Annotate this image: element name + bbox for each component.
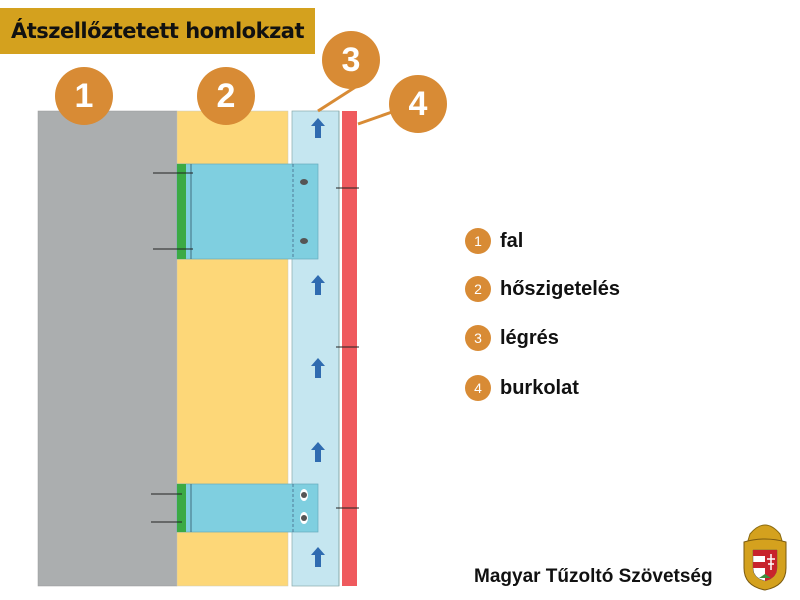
bracket-top [153,163,319,260]
legend-label: hőszigetelés [500,277,621,300]
arrow-up-icon [311,358,325,378]
legend-number: 2 [465,276,491,302]
wall-layer [37,110,178,587]
arrow-up-icon [311,118,325,138]
arrow-up-icon [311,547,325,567]
legend-item: 1 fal [465,228,523,254]
arrow-up-icon [311,275,325,295]
bracket-bottom [151,483,319,533]
arrow-up-icon [311,442,325,462]
legend-number: 3 [465,325,491,351]
cladding-layer [342,111,357,586]
page-title: Átszellőztetett homlokzat [0,8,315,54]
legend-label: burkolat [500,376,579,399]
airflow-arrows [311,118,325,567]
marker-3: 3 [322,31,380,89]
marker-4: 4 [389,75,447,133]
legend-number: 4 [465,375,491,401]
legend-item: 4 burkolat [465,375,579,401]
legend-number: 1 [465,228,491,254]
legend-label: légrés [500,326,559,349]
association-logo-icon [743,524,787,591]
legend-item: 3 légrés [465,325,559,351]
legend-label: fal [500,229,524,252]
marker-2: 2 [197,67,255,125]
legend-item: 2 hőszigetelés [465,276,620,302]
marker-1: 1 [55,67,113,125]
organization-name: Magyar Tűzoltó Szövetség [474,566,713,587]
